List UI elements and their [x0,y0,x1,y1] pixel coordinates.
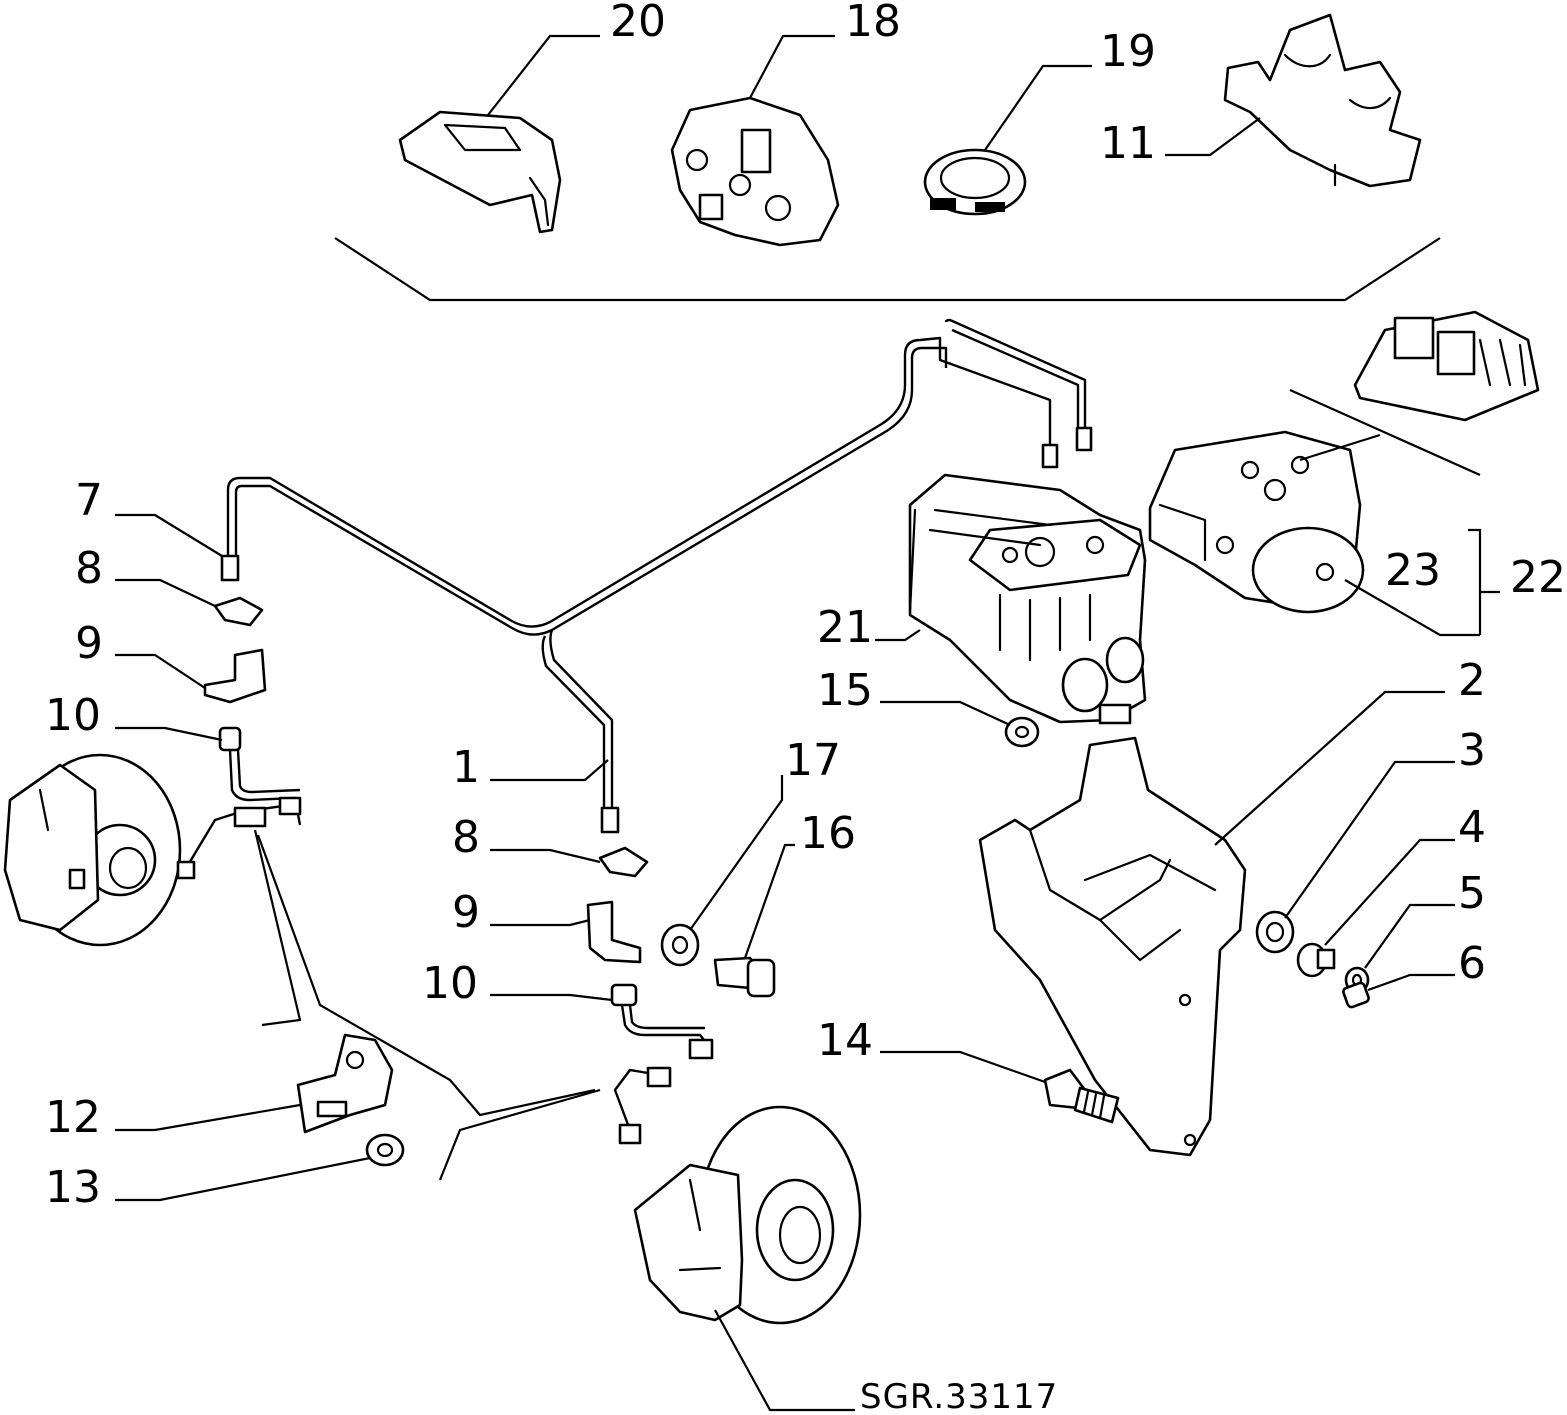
leader-17 [689,775,784,931]
label-20: 20 [610,0,666,47]
leader-ref [714,1309,855,1412]
label-9b: 9 [452,887,480,938]
abs-modulator-icon [908,473,1147,725]
label-17: 17 [785,735,841,786]
label-21: 21 [817,602,873,653]
pipe-holder-icon [1223,13,1422,188]
label-10b: 10 [422,958,478,1009]
cover-icon [670,96,840,247]
leader-5 [1364,903,1455,969]
label-12: 12 [45,1092,101,1143]
bracket-small-icon [203,648,642,964]
bracket-icon [398,110,562,234]
label-23: 23 [1385,545,1441,596]
screw-icon [1342,981,1370,1009]
bracket-icon-12 [296,1033,394,1134]
leader-16 [743,843,795,959]
caliper-left-icon [3,753,182,947]
bushing-icon [1296,942,1336,978]
label-22: 22 [1510,552,1566,603]
label-18: 18 [845,0,901,47]
leader-4 [1324,838,1455,946]
label-5: 5 [1458,868,1486,919]
top-group-bracket [334,237,1441,302]
leader-21 [875,629,921,642]
brake-pipes [220,318,1093,834]
leader-19 [984,64,1092,151]
mounting-bracket-icon [978,736,1247,1157]
clamp-icon [923,148,1027,216]
nut-icon [365,1133,405,1167]
label-13: 13 [45,1162,101,1213]
bolt-icon-14 [1043,1068,1120,1124]
label-8a: 8 [75,543,103,594]
label-19: 19 [1100,26,1156,77]
label-9a: 9 [75,618,103,669]
hose-icon [218,726,713,1051]
brake-disc-icon [633,1105,862,1325]
label-15: 15 [817,665,873,716]
leader-20 [487,34,600,116]
label-6: 6 [1458,938,1486,989]
leader-1 [490,759,609,782]
leader-8b [490,848,601,864]
leader-12-group-c [438,1088,601,1181]
leader-12 [115,1103,301,1132]
label-16: 16 [800,808,856,859]
abs-ecu-icon [1353,310,1540,422]
leader-14 [880,1050,1046,1084]
leader-23 [1344,579,1480,637]
leader-13 [115,1156,371,1202]
label-7: 7 [75,475,103,526]
label-11: 11 [1100,118,1156,169]
leader-11 [1165,117,1261,157]
grommet-icon [1004,716,1040,748]
label-3: 3 [1458,725,1486,776]
leader-18 [749,34,835,99]
clip-icon [213,596,649,878]
spacer-icon [1255,910,1295,954]
label-10a: 10 [45,690,101,741]
leader-9b [490,918,591,927]
leader-ecu-a [1289,388,1481,477]
bolt-icon [713,956,776,998]
leader-10a [115,726,223,742]
label-1: 1 [452,742,480,793]
label-4: 4 [1458,802,1486,853]
label-14: 14 [817,1015,873,1066]
nut-icon-17 [660,923,700,967]
leader-10b [490,993,613,1002]
leader-15 [880,700,1011,726]
leader-7 [115,513,223,557]
reference-code: SGR.33117 [860,1377,1058,1415]
leader-12-group-a [253,829,302,1027]
bracket-22 [1468,528,1482,635]
leader-6 [1367,973,1455,992]
leader-3 [1284,760,1455,919]
hose-fitting-right [613,1038,714,1145]
leader-9a [115,653,206,689]
leader-12-group-b [256,834,596,1117]
leader-ecu-b [1299,433,1381,462]
leader-2 [1214,690,1445,846]
abs-unit-icon [1148,430,1365,614]
label-8b: 8 [452,812,480,863]
hose-fitting-left [176,796,302,880]
label-2: 2 [1458,655,1486,706]
leader-8a [115,578,216,607]
